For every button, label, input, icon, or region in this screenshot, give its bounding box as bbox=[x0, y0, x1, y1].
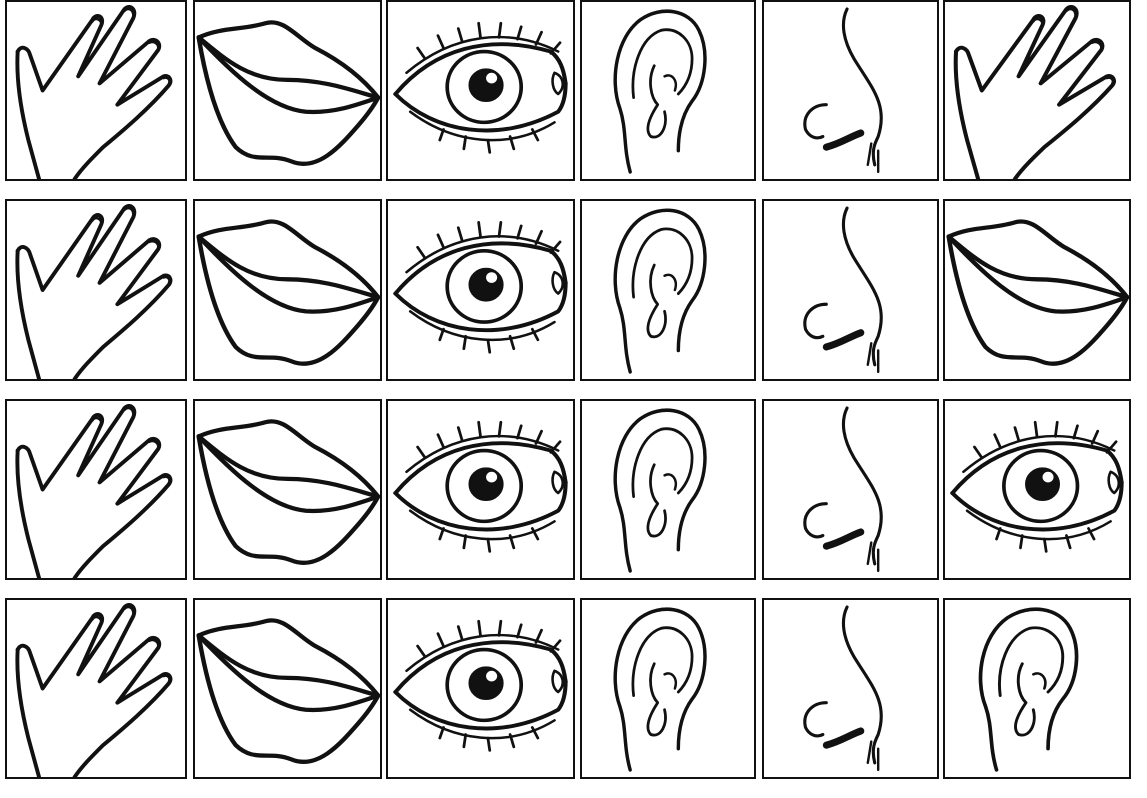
ear-icon bbox=[613, 9, 707, 174]
picture-card bbox=[580, 0, 756, 181]
eye-icon bbox=[393, 619, 568, 752]
lips-icon bbox=[196, 20, 380, 166]
eye-icon bbox=[393, 21, 568, 154]
picture-card bbox=[193, 598, 382, 779]
picture-card bbox=[943, 199, 1131, 381]
picture-card bbox=[193, 199, 382, 381]
picture-card bbox=[580, 399, 756, 580]
picture-card bbox=[386, 0, 575, 181]
picture-card bbox=[943, 0, 1131, 181]
nose-icon bbox=[803, 406, 883, 573]
picture-card bbox=[762, 0, 939, 181]
lips-icon bbox=[946, 219, 1129, 366]
ear-icon bbox=[613, 208, 707, 374]
picture-card bbox=[5, 399, 187, 580]
picture-card bbox=[5, 0, 187, 181]
picture-card bbox=[943, 399, 1131, 580]
picture-card bbox=[580, 598, 756, 779]
picture-card bbox=[386, 598, 575, 779]
ear-icon bbox=[978, 607, 1079, 772]
picture-card bbox=[5, 598, 187, 779]
eye-icon bbox=[393, 420, 568, 553]
picture-card bbox=[386, 199, 575, 381]
picture-card bbox=[5, 199, 187, 381]
nose-icon bbox=[803, 605, 883, 772]
ear-icon bbox=[613, 607, 707, 772]
picture-card bbox=[943, 598, 1131, 779]
lips-icon bbox=[196, 419, 380, 565]
picture-card bbox=[762, 598, 939, 779]
picture-card bbox=[386, 399, 575, 580]
eye-icon bbox=[393, 221, 568, 354]
ear-icon bbox=[613, 408, 707, 573]
hand-icon bbox=[15, 404, 173, 578]
picture-card bbox=[762, 199, 939, 381]
picture-card bbox=[193, 399, 382, 580]
nose-icon bbox=[803, 7, 883, 174]
hand-icon bbox=[15, 603, 173, 777]
lips-icon bbox=[196, 219, 380, 366]
lips-icon bbox=[196, 618, 380, 764]
picture-card bbox=[762, 399, 939, 580]
hand-icon bbox=[15, 204, 173, 379]
picture-card bbox=[580, 199, 756, 381]
nose-icon bbox=[803, 206, 883, 374]
hand-icon bbox=[953, 5, 1116, 179]
eye-icon bbox=[950, 420, 1124, 553]
hand-icon bbox=[15, 5, 173, 179]
picture-card bbox=[193, 0, 382, 181]
